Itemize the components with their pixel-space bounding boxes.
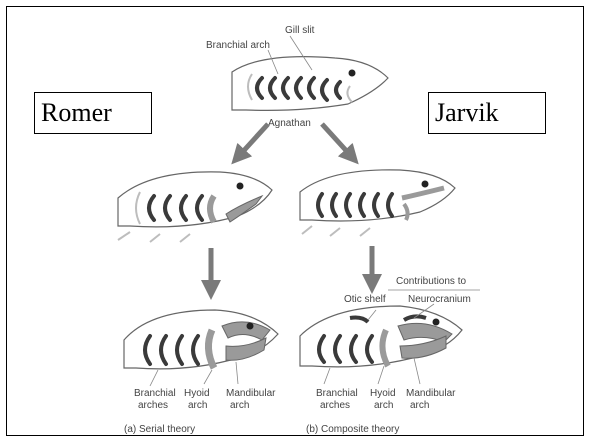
arrow-to-serial <box>231 122 270 165</box>
label-right-mandibular: Mandibular <box>406 388 456 399</box>
composite-middle-fish <box>299 169 456 237</box>
label-right-mandibular-2: arch <box>410 400 429 411</box>
label-right-hyoid-2: arch <box>374 400 393 411</box>
romer-label-box: Romer <box>34 92 152 134</box>
serial-middle-fish <box>117 171 273 243</box>
slide-frame <box>6 6 584 436</box>
serial-jaw-highlight <box>225 194 264 223</box>
composite-bottom-fish <box>299 303 463 385</box>
serial-bottom-fish <box>123 309 279 387</box>
label-left-branchial: Branchial <box>134 388 176 399</box>
caption-composite-theory: (b) Composite theory <box>306 424 399 435</box>
label-agnathan: Agnathan <box>268 118 311 129</box>
label-right-branchial: Branchial <box>316 388 358 399</box>
label-left-mandibular-2: arch <box>230 400 249 411</box>
label-left-hyoid: Hyoid <box>184 388 210 399</box>
label-left-branchial-2: arches <box>138 400 168 411</box>
label-branchial-arch: Branchial arch <box>206 40 270 51</box>
label-contributions-to: Contributions to <box>396 276 466 287</box>
label-otic-shelf: Otic shelf <box>344 294 386 305</box>
agnathan-arches <box>255 76 342 102</box>
label-gill-slit: Gill slit <box>285 25 315 36</box>
label-right-hyoid: Hyoid <box>370 388 396 399</box>
serial-hyoid-highlight <box>207 194 217 224</box>
caption-serial-theory: (a) Serial theory <box>124 424 195 435</box>
label-left-mandibular: Mandibular <box>226 388 276 399</box>
jarvik-label-box: Jarvik <box>428 92 546 134</box>
agnathan-eye <box>348 69 356 77</box>
label-left-hyoid-2: arch <box>188 400 207 411</box>
arrow-to-composite <box>320 122 359 165</box>
label-right-branchial-2: arches <box>320 400 350 411</box>
agnathan-fish: Gill slit Branchial arch <box>206 25 389 111</box>
label-neurocranium: Neurocranium <box>408 294 471 305</box>
